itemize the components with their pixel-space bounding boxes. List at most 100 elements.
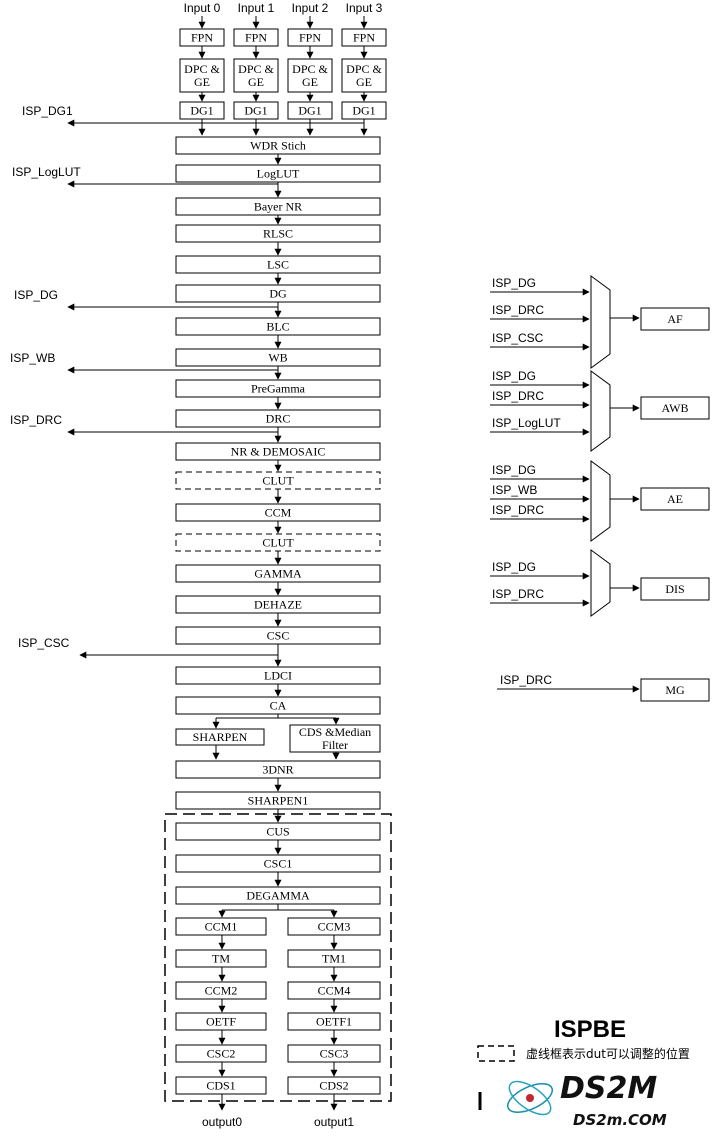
stat-input-isp-loglut: ISP_LogLUT [492, 416, 561, 430]
stage-tm [175, 949, 267, 968]
tap-label-isp-dg: ISP_DG [14, 288, 58, 302]
front-fpn-2-label: FPN [299, 31, 321, 45]
output-label-0: output0 [202, 1115, 242, 1129]
tap-label-isp-dg1: ISP_DG1 [22, 104, 73, 118]
mux-af [590, 275, 611, 369]
front-fpn-0-label: FPN [191, 31, 213, 45]
stage-rlsc-3 [175, 224, 381, 243]
stat-block-af [640, 307, 710, 331]
stage-tm1 [287, 949, 381, 968]
front-dpc-3-label: DPC &GE [346, 62, 382, 89]
stage-clut-11-label: CLUT [262, 474, 294, 488]
stage-cus-label: CUS [266, 825, 289, 839]
stage-oetf1-label: OETF1 [316, 1015, 352, 1029]
stage-dg-5 [175, 284, 381, 303]
front-dg1-2 [287, 101, 333, 120]
stage-sharpen-label: SHARPEN [193, 730, 248, 744]
front-fpn-1-label: FPN [245, 31, 267, 45]
stage-ldci-17-label: LDCI [264, 669, 292, 683]
stat-block-ae [640, 487, 710, 511]
stage-bayer-nr-2-label: Bayer NR [254, 200, 302, 214]
stage-degamma [175, 886, 381, 905]
front-dg1-1-label: DG1 [244, 104, 267, 118]
stage-ccm4-label: CCM4 [318, 984, 351, 998]
tap-label-isp-drc: ISP_DRC [10, 413, 62, 427]
stage-cds-median-filter [289, 724, 381, 753]
stage-sharpen1 [175, 791, 381, 810]
stage-ccm3 [287, 917, 381, 936]
input-label-0: Input 0 [184, 1, 221, 15]
stage-clut-11 [175, 471, 381, 490]
stage-sharpen [175, 728, 265, 746]
front-dg1-3-label: DG1 [352, 104, 375, 118]
stage-gamma-14-label: GAMMA [254, 567, 302, 581]
stage-oetf1 [287, 1012, 381, 1031]
stage-ccm1 [175, 917, 267, 936]
stat-block-mg-label: MG [665, 683, 685, 697]
stat-input-isp-drc: ISP_DRC [492, 303, 544, 317]
front-dpc-1-label: DPC &GE [238, 62, 274, 89]
watermark-brand: DS2M [560, 1071, 657, 1106]
stage-3dnr-label: 3DNR [262, 763, 293, 777]
watermark-orbit-icon [508, 1080, 552, 1116]
stage-ca-18-label: CA [270, 699, 287, 713]
dut-dashed-region [164, 813, 392, 1102]
stat-input-isp-dg: ISP_DG [492, 463, 536, 477]
stage-cds1-label: CDS1 [206, 1079, 235, 1093]
stage-cds1 [175, 1076, 267, 1095]
stage-lsc-4-label: LSC [267, 258, 289, 272]
stage-wb-7-label: WB [268, 351, 287, 365]
stat-input-isp-dg: ISP_DG [492, 276, 536, 290]
stat-input-isp-drc: ISP_DRC [500, 673, 552, 687]
front-fpn-3 [341, 28, 387, 47]
stage-drc-9 [175, 409, 381, 428]
stage-loglut-1-label: LogLUT [257, 167, 300, 181]
front-dpc-2 [287, 58, 333, 93]
stage-ldci-17 [175, 666, 381, 685]
mux-ae [590, 460, 611, 542]
stage-ccm3-label: CCM3 [318, 920, 351, 934]
stat-block-awb-label: AWB [661, 401, 688, 415]
output-label-1: output1 [314, 1115, 354, 1129]
front-fpn-1 [233, 28, 279, 47]
stage-bayer-nr-2 [175, 197, 381, 216]
stage-dg-5-label: DG [269, 287, 287, 301]
stage-3dnr [175, 760, 381, 779]
diagram-title: ISPBE [554, 1016, 626, 1043]
stage-csc3-label: CSC3 [320, 1047, 349, 1061]
stat-block-awb [640, 396, 710, 420]
stage-cds2 [287, 1076, 381, 1095]
mux-awb [590, 370, 611, 452]
stage-ccm-12-label: CCM [265, 506, 292, 520]
stat-input-isp-csc: ISP_CSC [492, 331, 544, 345]
stage-degamma-label: DEGAMMA [246, 889, 310, 903]
stage-oetf-label: OETF [206, 1015, 236, 1029]
stage-nr-demosaic-10 [175, 442, 381, 461]
front-dpc-0-label: DPC &GE [184, 62, 220, 89]
stage-csc2 [175, 1044, 267, 1063]
input-label-1: Input 1 [238, 1, 275, 15]
stage-cds2-label: CDS2 [319, 1079, 348, 1093]
stage-ccm4 [287, 981, 381, 1000]
front-dg1-0-label: DG1 [190, 104, 213, 118]
front-dpc-2-label: DPC &GE [292, 62, 328, 89]
stat-block-dis-label: DIS [665, 582, 684, 596]
stat-input-isp-wb: ISP_WB [492, 483, 537, 497]
stage-loglut-1 [175, 164, 381, 183]
legend-dash-swatch [477, 1045, 515, 1062]
watermark-orbit-icon [507, 1083, 553, 1113]
front-dpc-3 [341, 58, 387, 93]
stage-tm-label: TM [212, 952, 230, 966]
stage-ccm1-label: CCM1 [205, 920, 238, 934]
stage-drc-9-label: DRC [266, 412, 291, 426]
stage-csc1-label: CSC1 [264, 857, 293, 871]
front-dg1-0 [179, 101, 225, 120]
front-dpc-0 [179, 58, 225, 93]
stage-dehaze-15 [175, 595, 381, 614]
front-fpn-0 [179, 28, 225, 47]
watermark-nucleus-icon [526, 1094, 534, 1102]
stat-input-isp-drc: ISP_DRC [492, 389, 544, 403]
input-label-2: Input 2 [292, 1, 329, 15]
